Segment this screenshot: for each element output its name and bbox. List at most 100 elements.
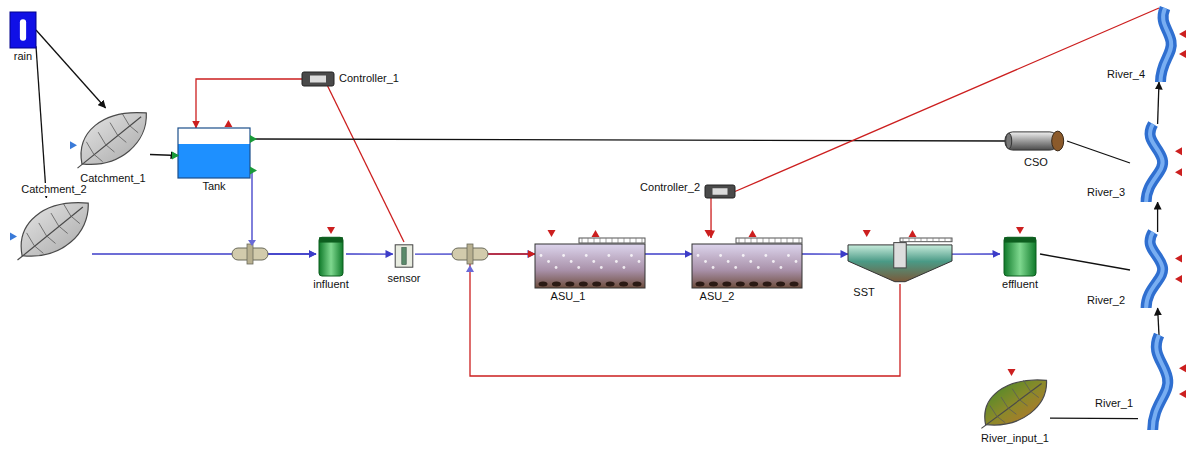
river-node: River_3	[1130, 124, 1176, 202]
rail-tick	[915, 238, 916, 242]
leaf-vein	[34, 246, 43, 254]
ctrl-node: Controller_1	[302, 72, 334, 86]
leaf-vein	[94, 154, 103, 161]
vessel-icon	[1000, 232, 1040, 276]
cso-node: CSO	[1005, 128, 1067, 154]
node-label: Catchment_1	[79, 172, 146, 185]
rail-tick	[775, 238, 776, 243]
diffuser	[763, 282, 772, 287]
node-label: River_4	[1106, 68, 1146, 81]
node-label: Controller_2	[639, 181, 701, 194]
flow-connector	[1157, 202, 1158, 232]
port-marker	[10, 232, 17, 240]
air-bubble	[577, 266, 580, 269]
rain-block	[10, 12, 36, 48]
leaf-vein	[122, 113, 129, 125]
flow-connector	[36, 46, 46, 198]
controller-display	[310, 76, 326, 83]
leaf-vein	[129, 125, 138, 132]
rail-tick	[739, 238, 740, 243]
rail-tick	[793, 238, 794, 243]
asu-rail	[736, 238, 802, 243]
vessel-lid	[319, 237, 343, 242]
diffuser	[790, 282, 799, 287]
cso-pipe	[1005, 132, 1058, 150]
leaf-vein	[1012, 389, 1019, 400]
port-marker	[749, 230, 757, 237]
rail-tick	[787, 238, 788, 243]
diffuser	[552, 282, 561, 287]
node-label: sensor	[386, 272, 421, 285]
port-marker	[1179, 390, 1186, 398]
node-label: ASU_2	[699, 290, 736, 303]
flow-connector	[1040, 254, 1130, 270]
diffuser	[722, 282, 731, 287]
port-marker	[327, 227, 335, 234]
leaf-vein	[997, 416, 1005, 422]
leaf-icon	[76, 108, 150, 170]
rail-tick	[921, 238, 922, 242]
leaf-vein	[63, 203, 71, 216]
port-marker	[248, 240, 256, 246]
flow-connector	[735, 8, 1159, 192]
port-marker	[172, 152, 179, 160]
sensor-node: sensor	[393, 242, 415, 270]
rail-tick	[951, 238, 952, 242]
air-bubble	[749, 260, 752, 263]
leaf-vein	[117, 135, 126, 142]
leaf-vein	[990, 405, 997, 416]
node-label: influent	[312, 278, 349, 291]
flow-connector	[952, 253, 1000, 254]
port-marker	[250, 167, 257, 175]
rail-tick	[781, 238, 782, 243]
river-icon	[1150, 8, 1180, 82]
mixer-stub	[247, 244, 253, 264]
air-bubble	[780, 266, 783, 269]
port-marker	[908, 230, 916, 237]
air-bubble	[757, 266, 760, 269]
river-band	[1161, 8, 1172, 82]
vessel-lid	[1004, 237, 1036, 242]
asu-basin	[692, 244, 802, 288]
leaf-vein	[46, 236, 55, 244]
leaf-vein	[51, 213, 59, 226]
asu-node: ASU_2	[692, 238, 802, 288]
leaf-vein	[71, 216, 80, 224]
flow-connector	[250, 171, 316, 255]
river-icon	[1130, 232, 1176, 308]
air-bubble	[734, 266, 737, 269]
node-label: effluent	[1001, 278, 1039, 291]
controller-display	[713, 188, 728, 195]
rail-tick	[799, 238, 800, 243]
rail-tick	[612, 238, 613, 243]
vessel-icon	[316, 232, 346, 276]
ctrl-node: Controller_2	[705, 185, 735, 198]
flow-connector	[1050, 417, 1138, 419]
air-bubble	[600, 266, 603, 269]
vessel-node: influent	[316, 232, 346, 276]
river-shine	[1161, 8, 1172, 82]
vessel-node: effluent	[1000, 232, 1040, 276]
rail-tick	[745, 238, 746, 243]
flow-connector	[328, 86, 404, 242]
rail-tick	[903, 238, 904, 242]
leaf-vein	[110, 123, 117, 135]
asu-icon	[692, 238, 802, 288]
diffuser	[565, 282, 574, 287]
air-bubble	[795, 260, 798, 263]
rail-tick	[594, 238, 595, 243]
flow-connector	[92, 253, 316, 254]
sensor-probe	[402, 248, 406, 265]
rail-tick	[582, 238, 583, 243]
tank-air	[178, 128, 250, 144]
port-marker	[250, 135, 257, 143]
rail-tick	[939, 238, 940, 242]
rail-tick	[636, 238, 637, 243]
leaf-vein	[1030, 391, 1038, 397]
port-marker	[592, 230, 600, 237]
ctrl-icon	[705, 185, 735, 198]
diffuser	[749, 282, 758, 287]
node-label: CSO	[1023, 156, 1049, 169]
sst-icon	[848, 238, 952, 284]
diffuser	[633, 282, 642, 287]
